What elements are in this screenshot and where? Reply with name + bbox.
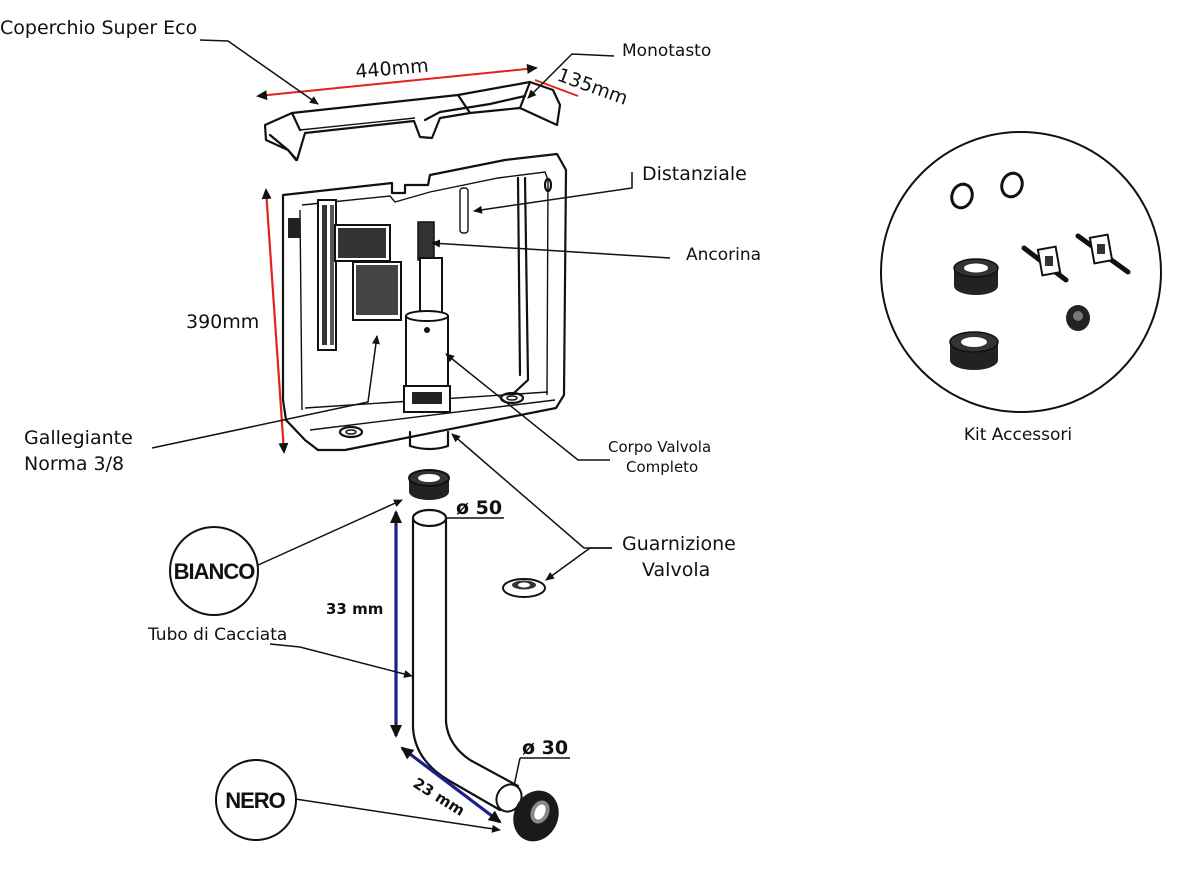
pipe-length-label: 33 mm <box>326 600 383 618</box>
flush-pipe-label: Tubo di Cacciata <box>147 625 287 645</box>
flush-pipe <box>411 508 523 813</box>
diameter-bottom-label: ø 30 <box>522 737 568 759</box>
gasket-label-line1: Guarnizione <box>622 533 736 555</box>
black-gasket-ring <box>513 790 559 842</box>
height-dimension-line <box>261 188 289 454</box>
width-label: 440mm <box>355 55 430 83</box>
gasket-label-line2: Valvola <box>642 559 710 581</box>
diameter-top-label: ø 50 <box>456 497 502 519</box>
valve-gasket-washer <box>502 578 546 598</box>
height-label: 390mm <box>186 311 259 333</box>
kit-label: Kit Accessori <box>964 425 1072 445</box>
valve-body-label-line2: Completo <box>626 458 698 476</box>
black-badge: NERO <box>215 759 297 841</box>
depth-label: 135mm <box>554 64 630 110</box>
white-gasket-ring <box>408 469 450 500</box>
float-label-line1: Gallegiante <box>24 427 133 449</box>
cover-lid <box>263 80 562 162</box>
bend-length-label: 23 mm <box>410 774 468 820</box>
cover-label: Coperchio Super Eco <box>0 17 197 39</box>
white-badge-text: BIANCO <box>174 559 256 584</box>
button-label: Monotasto <box>622 41 711 61</box>
valve-body-label-line1: Corpo Valvola <box>608 438 711 456</box>
leader-lines <box>151 39 671 833</box>
depth-dimension-line <box>534 79 579 97</box>
float-label-line2: Norma 3/8 <box>24 453 124 475</box>
valve-body <box>403 221 451 413</box>
anchor-label: Ancorina <box>686 245 761 265</box>
cistern-body <box>281 152 568 452</box>
spacer-label: Distanziale <box>642 163 747 185</box>
width-dimension-line <box>256 63 538 101</box>
bend-length-dimension-line <box>400 746 502 824</box>
white-badge: BIANCO <box>169 526 259 616</box>
float-valve <box>288 199 402 351</box>
accessory-kit <box>880 131 1162 413</box>
black-badge-text: NERO <box>225 788 285 813</box>
